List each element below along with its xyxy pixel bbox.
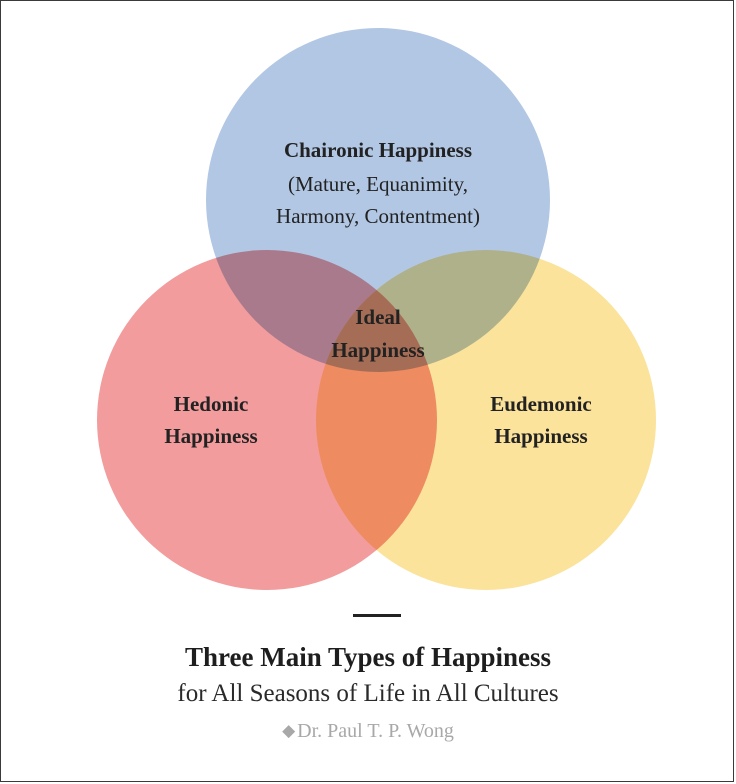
venn-diagram: Chaironic Happiness (Mature, Equanimity,… (97, 28, 656, 590)
ideal-happiness-line-2: Happiness (331, 338, 424, 362)
caption-title: Three Main Types of Happiness (184, 642, 552, 672)
hedonic-line-2: Happiness (164, 424, 257, 448)
chaironic-detail-line-2: Harmony, Contentment) (276, 204, 480, 228)
chaironic-detail-line-1: (Mature, Equanimity, (288, 172, 468, 196)
caption-author: ◆Dr. Paul T. P. Wong (0, 720, 736, 743)
eudemonic-line-1: Eudemonic (490, 392, 592, 416)
ideal-happiness-line-1: Ideal (355, 305, 401, 329)
author-name: Dr. Paul T. P. Wong (297, 720, 454, 742)
circle-eudemonic (316, 250, 656, 590)
hedonic-line-1: Hedonic (174, 392, 249, 416)
diamond-icon: ◆ (282, 721, 296, 740)
separator-dash (353, 614, 401, 617)
caption-subtitle: for All Seasons of Life in All Cultures (177, 680, 559, 707)
chaironic-title: Chaironic Happiness (284, 138, 472, 162)
eudemonic-line-2: Happiness (494, 424, 587, 448)
